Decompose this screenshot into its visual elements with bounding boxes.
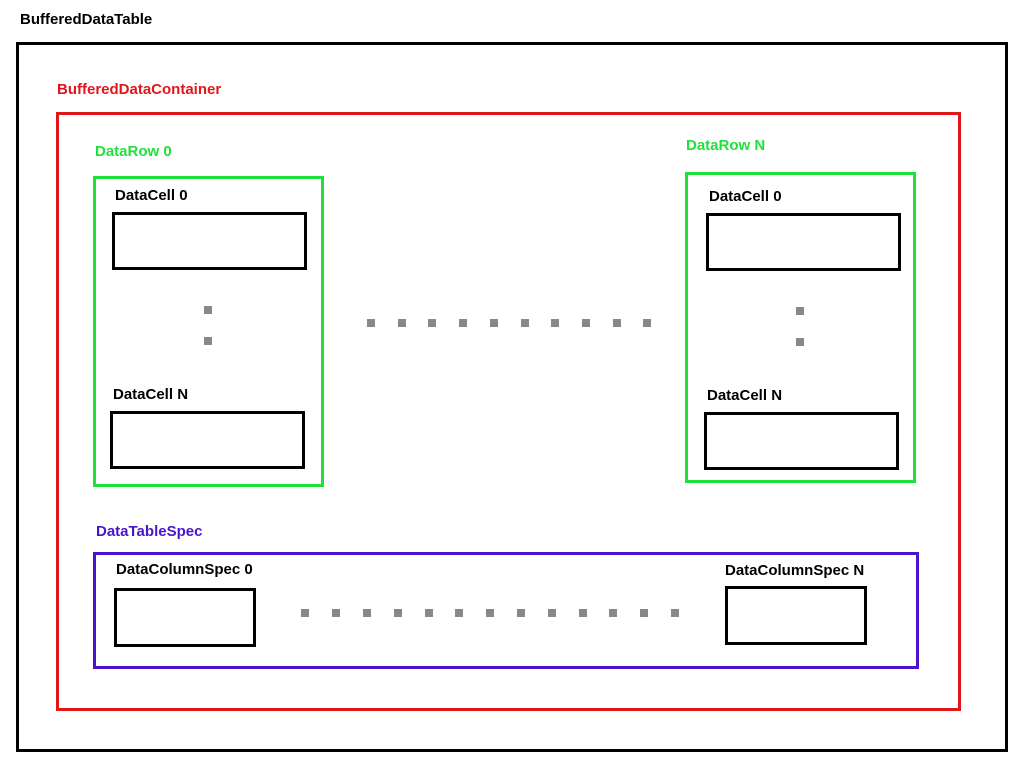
columns-ellipsis-dot <box>455 609 463 617</box>
columns-ellipsis-dot <box>486 609 494 617</box>
data-row-0-cell-0-label: DataCell 0 <box>115 187 188 204</box>
columns-ellipsis-dot <box>579 609 587 617</box>
buffered-data-container-label: BufferedDataContainer <box>57 81 222 98</box>
rows-ellipsis-dot <box>582 319 590 327</box>
rows-ellipsis-dot <box>643 319 651 327</box>
data-row-n-cell-0-box <box>706 213 901 271</box>
columns-ellipsis-dot <box>517 609 525 617</box>
data-column-spec-n-label: DataColumnSpec N <box>725 562 865 579</box>
data-row-n-cell-n-label: DataCell N <box>707 387 783 404</box>
columns-ellipsis-dot <box>609 609 617 617</box>
buffered-data-container-box <box>56 112 961 711</box>
data-column-spec-0-box <box>114 588 256 647</box>
columns-ellipsis-dot <box>640 609 648 617</box>
data-row-n-ellipsis-dot <box>796 307 804 315</box>
data-row-0-ellipsis-dot <box>204 337 212 345</box>
data-column-spec-n-box <box>725 586 867 645</box>
data-row-n-cell-0-label: DataCell 0 <box>709 188 782 205</box>
rows-ellipsis-dot <box>459 319 467 327</box>
data-row-n-box <box>685 172 916 483</box>
rows-ellipsis-dot <box>521 319 529 327</box>
data-row-n-label: DataRow N <box>686 137 766 154</box>
data-row-0-cell-n-box <box>110 411 305 469</box>
data-row-0-cell-n-label: DataCell N <box>113 386 189 403</box>
data-row-n-ellipsis-dot <box>796 338 804 346</box>
data-row-0-label: DataRow 0 <box>95 143 172 160</box>
rows-ellipsis-dot <box>398 319 406 327</box>
data-row-0-cell-0-box <box>112 212 307 270</box>
buffered-data-table-box <box>16 42 1008 752</box>
data-row-0-ellipsis-dot <box>204 306 212 314</box>
rows-ellipsis-dot <box>613 319 621 327</box>
rows-ellipsis-dot <box>490 319 498 327</box>
rows-ellipsis-dot <box>551 319 559 327</box>
columns-ellipsis-dot <box>363 609 371 617</box>
columns-ellipsis-dot <box>548 609 556 617</box>
rows-ellipsis-dot <box>428 319 436 327</box>
data-row-0-box <box>93 176 324 487</box>
columns-ellipsis-dot <box>301 609 309 617</box>
data-column-spec-0-label: DataColumnSpec 0 <box>116 561 253 578</box>
columns-ellipsis-dot <box>332 609 340 617</box>
columns-ellipsis-dot <box>394 609 402 617</box>
rows-ellipsis-dot <box>367 319 375 327</box>
columns-ellipsis-dot <box>671 609 679 617</box>
buffered-data-table-label: BufferedDataTable <box>20 11 153 28</box>
data-table-spec-label: DataTableSpec <box>96 523 203 540</box>
data-table-spec-box <box>93 552 919 669</box>
columns-ellipsis-dot <box>425 609 433 617</box>
data-row-n-cell-n-box <box>704 412 899 470</box>
